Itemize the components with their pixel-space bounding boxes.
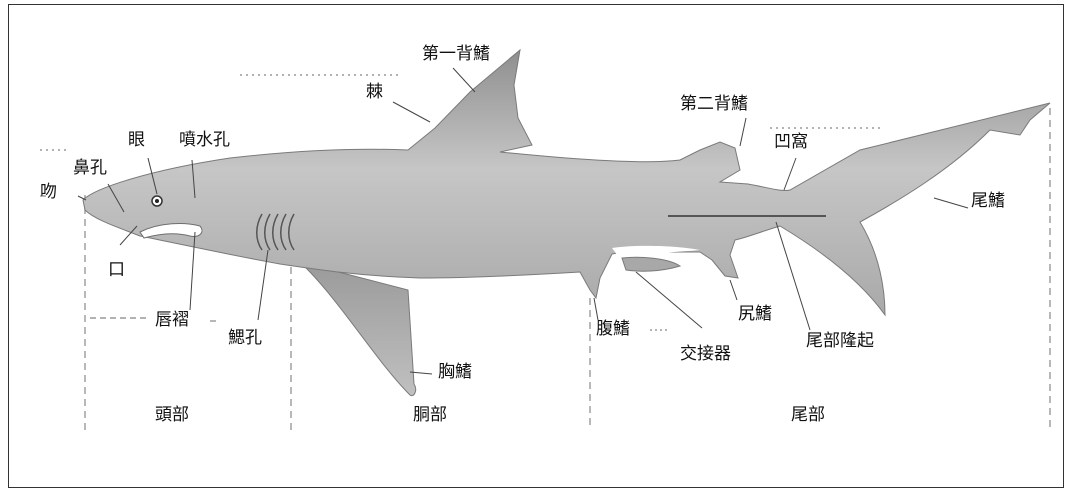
- eye-pupil: [155, 199, 159, 203]
- label-dashes: [40, 195, 670, 331]
- shark-body-shape: [82, 48, 1051, 317]
- label-first-dorsal-fin: 第一背鰭: [422, 44, 490, 64]
- label-spiracle: 噴水孔: [179, 130, 230, 150]
- label-anal-fin: 尻鰭: [738, 304, 772, 324]
- section-dividers: [40, 74, 1051, 430]
- label-spine: 棘: [366, 82, 383, 102]
- label-pectoral-fin: 胸鰭: [438, 362, 472, 382]
- label-precaudal-pit: 凹窩: [774, 132, 808, 152]
- label-gill-slits: 鰓孔: [228, 328, 262, 348]
- section-label-trunk: 胴部: [413, 405, 447, 425]
- leader-lines: [77, 67, 969, 375]
- label-caudal-keel: 尾部隆起: [806, 331, 874, 351]
- section-label-head: 頭部: [155, 405, 189, 425]
- gill-slits-mark: [256, 213, 295, 251]
- mouth-gap-shape: [139, 223, 203, 239]
- label-clasper: 交接器: [680, 344, 731, 364]
- label-pelvic-fin: 腹鰭: [596, 319, 630, 339]
- label-snout: 吻: [40, 182, 57, 202]
- label-mouth: 口: [108, 260, 125, 280]
- clasper-shape: [621, 256, 682, 272]
- label-second-dorsal-fin: 第二背鰭: [680, 94, 748, 114]
- label-nostril: 鼻孔: [73, 158, 107, 178]
- pectoral-fin-shape: [298, 261, 417, 397]
- label-eye: 眼: [128, 130, 145, 150]
- section-label-tail: 尾部: [791, 405, 825, 425]
- label-labial-fold: 唇褶: [155, 310, 189, 330]
- label-caudal-fin: 尾鰭: [971, 191, 1005, 211]
- pelvic-gap-shape: [612, 245, 700, 256]
